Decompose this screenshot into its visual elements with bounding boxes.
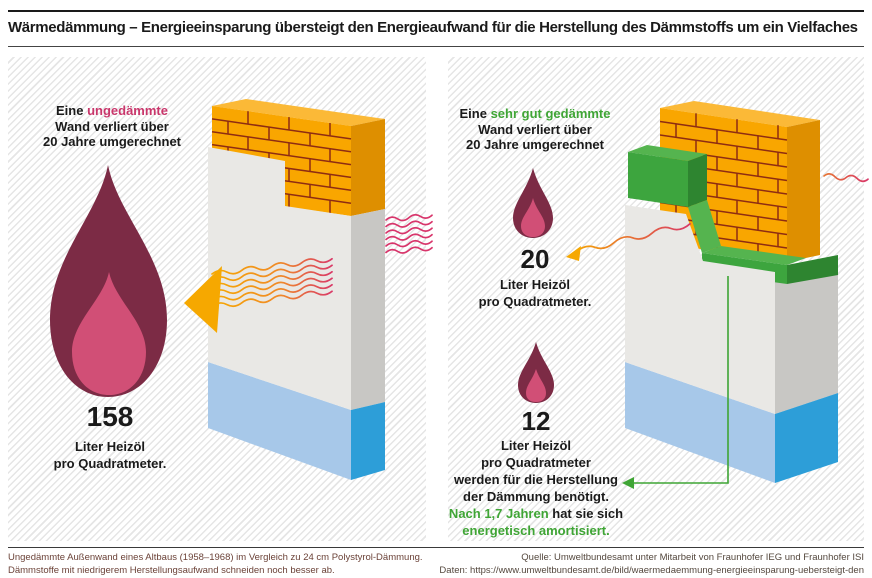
left-headline: Eine ungedämmte Wand verliert über 20 Ja… — [43, 103, 181, 150]
footnote-line1: Ungedämmte Außenwand eines Altbaus (1958… — [8, 552, 423, 563]
left-unit-line2: pro Quadratmeter. — [53, 455, 167, 471]
amortisation-plain: hat sie sich — [548, 506, 624, 521]
left-headline-prefix: Eine — [56, 103, 88, 118]
right-headline: Eine sehr gut gedämmte Wand verliert übe… — [460, 106, 611, 153]
right-unit-20-label: Liter Heizöl pro Quadratmeter. — [479, 277, 592, 310]
source-line2: Daten: https://www.umweltbundesamt.de/bi… — [439, 564, 864, 576]
unit-12-line4: der Dämmung benötigt. — [463, 489, 609, 504]
left-unit-label: Liter Heizöl pro Quadratmeter. — [54, 439, 167, 472]
source-note: Quelle: Umweltbundesamt unter Mitarbeit … — [439, 552, 864, 577]
value-158: 158 — [86, 401, 134, 432]
value-20: 20 — [520, 244, 550, 274]
left-headline-highlight: ungedämmte — [87, 103, 168, 118]
amortisation-highlight-1: Nach 1,7 Jahren — [448, 506, 549, 521]
footnote: Ungedämmte Außenwand eines Altbaus (1958… — [8, 552, 423, 577]
unit-12-line1: Liter Heizöl — [500, 438, 572, 453]
unit-12-line3: werden für die Herstellung — [454, 472, 618, 487]
right-headline-line3: 20 Jahre umgerechnet — [465, 137, 604, 152]
footnote-line2: Dämmstoffe mit niedrigerem Herstellungsa… — [8, 564, 335, 576]
unit-20-line1: Liter Heizöl — [499, 277, 571, 292]
page-title: Wärmedämmung – Energieeinsparung überste… — [8, 19, 858, 36]
right-headline-line2: Wand verliert über — [478, 121, 592, 137]
title-rule — [8, 46, 864, 47]
left-headline-line3: 20 Jahre umgerechnet — [42, 134, 182, 149]
top-rule — [8, 10, 864, 12]
right-unit-12-label: Liter Heizöl pro Quadratmeter werden für… — [449, 437, 623, 539]
left-unit-line1: Liter Heizöl — [74, 439, 146, 454]
left-headline-line2: Wand verliert über — [55, 118, 169, 134]
right-headline-prefix: Eine — [459, 106, 491, 121]
right-headline-highlight: sehr gut gedämmte — [490, 106, 611, 121]
footer-rule — [8, 547, 864, 548]
amortisation-highlight-2: energetisch amortisiert. — [462, 523, 610, 538]
unit-20-line2: pro Quadratmeter. — [478, 293, 592, 309]
unit-12-line2: pro Quadratmeter — [481, 455, 591, 470]
value-12: 12 — [521, 406, 551, 436]
source-line1: Quelle: Umweltbundesamt unter Mitarbeit … — [521, 552, 864, 563]
